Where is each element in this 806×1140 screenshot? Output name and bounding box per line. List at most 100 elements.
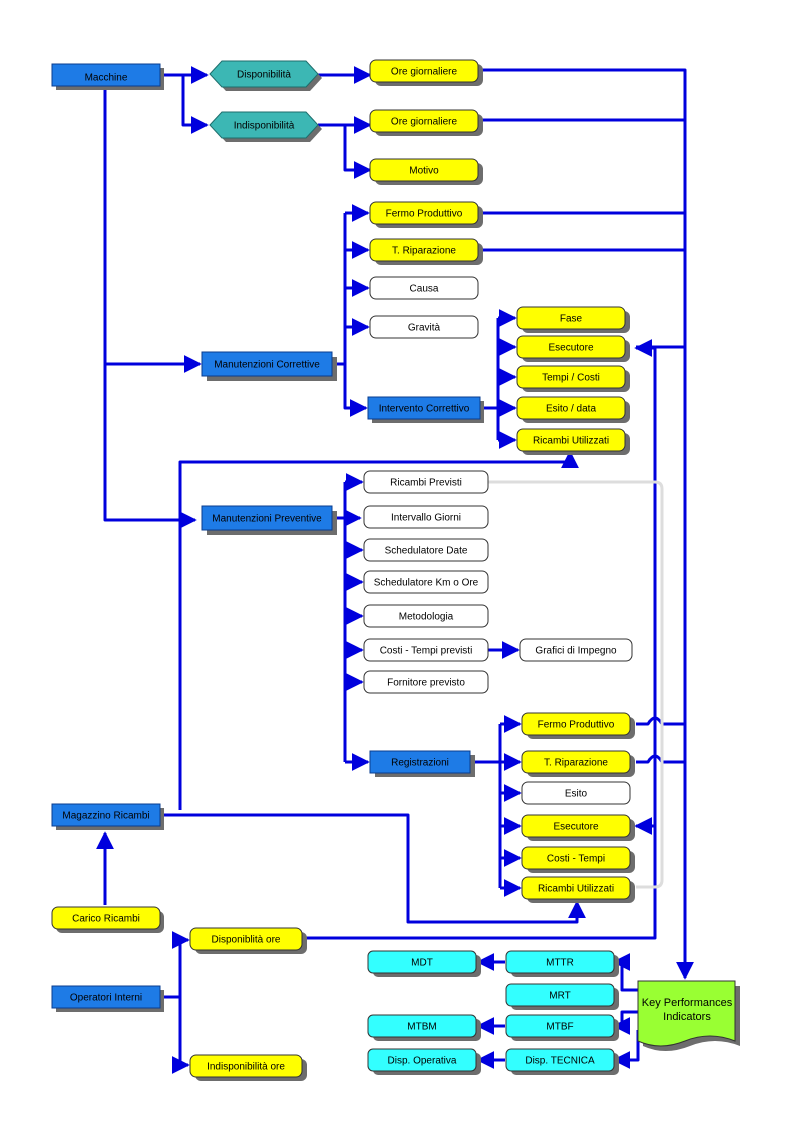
node-kpi-label-2: Indicators [663, 1011, 711, 1023]
node-esecutore-1[interactable]: Esecutore [516, 335, 630, 362]
node-manutenzioni-correttive[interactable]: Manutenzioni Correttive [201, 351, 337, 381]
node-magazzino-ricambi-label: Magazzino Ricambi [62, 811, 149, 822]
node-t-riparazione-1-label: T. Riparazione [392, 246, 456, 257]
node-gravita[interactable]: Gravità [369, 315, 479, 339]
node-indisponibilita-ore[interactable]: Indisponibilità ore [189, 1054, 307, 1081]
node-costi-tempi[interactable]: Costi - Tempi [521, 846, 635, 873]
node-esito[interactable]: Esito [521, 781, 631, 805]
node-disponibilita-ore[interactable]: Disponiblità ore [189, 927, 307, 954]
node-causa-label: Causa [410, 284, 439, 295]
node-kpi[interactable]: Key Performances Indicators [637, 980, 740, 1051]
edge-correttive-intervento [343, 364, 368, 417]
node-costi-tempi-previsti-label: Costi - Tempi previsti [380, 646, 473, 657]
node-t-riparazione-2[interactable]: T. Riparazione [521, 750, 635, 777]
node-fornitore-previsto[interactable]: Fornitore previsto [363, 670, 489, 694]
node-mrt[interactable]: MRT [505, 983, 619, 1010]
node-metodologia-label: Metodologia [399, 612, 454, 623]
node-schedulatore-date[interactable]: Schedulatore Date [363, 538, 489, 562]
node-t-riparazione-2-label: T. Riparazione [544, 758, 608, 769]
node-operatori-interni-label: Operatori Interni [70, 993, 142, 1004]
node-mtbm[interactable]: MTBM [367, 1014, 481, 1041]
node-magazzino-ricambi[interactable]: Magazzino Ricambi [51, 803, 164, 830]
node-intervento-correttivo-label: Intervento Correttivo [379, 404, 470, 415]
edge-ricambi-loop [178, 450, 579, 810]
node-esecutore-2[interactable]: Esecutore [521, 814, 635, 841]
node-schedulatore-date-label: Schedulatore Date [385, 546, 468, 557]
node-ore-giornaliere-1-label: Ore giornaliere [391, 67, 458, 78]
node-schedulatore-km-label: Schedulatore Km o Ore [374, 578, 479, 589]
node-ricambi-utilizzati-2[interactable]: Ricambi Utilizzati [521, 876, 635, 903]
node-manutenzioni-preventive-label: Manutenzioni Preventive [212, 514, 322, 525]
edge-kpi-trunk [482, 68, 694, 980]
edge-operatori-trunk [160, 931, 190, 999]
node-mtbf-label: MTBF [546, 1022, 573, 1033]
node-fermo-produttivo-2[interactable]: Fermo Produttivo [521, 712, 635, 739]
edge-ricambi-previsti-link [488, 480, 664, 889]
node-t-riparazione-1[interactable]: T. Riparazione [369, 238, 483, 265]
node-ricambi-utilizzati-1[interactable]: Ricambi Utilizzati [516, 428, 630, 455]
node-esito-data-label: Esito / data [546, 404, 596, 415]
node-ore-giornaliere-2-label: Ore giornaliere [391, 117, 458, 128]
node-disponibilita[interactable]: Disponibilità [209, 60, 322, 91]
node-mtbf[interactable]: MTBF [505, 1014, 619, 1041]
node-ricambi-utilizzati-1-label: Ricambi Utilizzati [533, 436, 609, 447]
node-esecutore-1-label: Esecutore [548, 343, 593, 354]
node-fase-label: Fase [560, 314, 583, 325]
node-registrazioni[interactable]: Registrazioni [369, 750, 475, 777]
node-indisponibilita-label: Indisponibilità [234, 121, 295, 132]
node-motivo[interactable]: Motivo [369, 158, 483, 185]
node-manutenzioni-correttive-label: Manutenzioni Correttive [214, 360, 320, 371]
node-carico-ricambi[interactable]: Carico Ricambi [51, 906, 164, 933]
node-esito-data[interactable]: Esito / data [516, 396, 630, 423]
edges [96, 66, 694, 1074]
node-metodologia[interactable]: Metodologia [363, 604, 489, 628]
node-intervento-correttivo[interactable]: Intervento Correttivo [367, 396, 484, 423]
node-fornitore-previsto-label: Fornitore previsto [387, 678, 465, 689]
node-mttr[interactable]: MTTR [505, 950, 619, 977]
edge-macchine-indisponibilita [181, 75, 209, 134]
node-ore-giornaliere-2[interactable]: Ore giornaliere [369, 109, 483, 136]
node-costi-tempi-previsti[interactable]: Costi - Tempi previsti [363, 638, 489, 662]
node-indisponibilita[interactable]: Indisponibilità [209, 111, 322, 142]
node-macchine-label: Macchine [85, 73, 128, 84]
node-mdt[interactable]: MDT [367, 950, 481, 977]
edge-magazzino-ricambi [160, 813, 586, 924]
node-tempi-costi-label: Tempi / Costi [542, 373, 600, 384]
node-mrt-label: MRT [549, 991, 570, 1002]
node-carico-ricambi-label: Carico Ricambi [72, 914, 140, 925]
node-registrazioni-label: Registrazioni [391, 758, 449, 769]
node-ore-giornaliere-1[interactable]: Ore giornaliere [369, 59, 483, 86]
node-disponibilita-ore-label: Disponiblità ore [212, 935, 281, 946]
node-ricambi-previsti-label: Ricambi Previsti [390, 478, 462, 489]
node-ricambi-utilizzati-2-label: Ricambi Utilizzati [538, 884, 614, 895]
node-intervallo-giorni[interactable]: Intervallo Giorni [363, 505, 489, 529]
node-fase[interactable]: Fase [516, 306, 630, 333]
node-ricambi-previsti[interactable]: Ricambi Previsti [363, 470, 489, 494]
node-disponibilita-label: Disponibilità [237, 70, 291, 81]
node-disp-operativa[interactable]: Disp. Operativa [367, 1048, 481, 1075]
node-esecutore-2-label: Esecutore [553, 822, 598, 833]
node-macchine[interactable]: Macchine [51, 63, 164, 90]
node-grafici-impegno-label: Grafici di Impegno [535, 646, 617, 657]
node-disp-tecnica[interactable]: Disp. TECNICA [505, 1048, 619, 1075]
node-fermo-produttivo-2-label: Fermo Produttivo [538, 720, 615, 731]
node-disp-tecnica-label: Disp. TECNICA [525, 1056, 595, 1067]
node-schedulatore-km[interactable]: Schedulatore Km o Ore [363, 570, 489, 594]
edges-light [488, 480, 664, 889]
node-disp-operativa-label: Disp. Operativa [388, 1056, 457, 1067]
node-motivo-label: Motivo [409, 166, 439, 177]
node-mtbm-label: MTBM [407, 1022, 436, 1033]
node-indisponibilita-ore-label: Indisponibilità ore [207, 1062, 285, 1073]
node-grafici-impegno[interactable]: Grafici di Impegno [519, 638, 633, 662]
edge-correttive-trunk [333, 213, 347, 366]
edge-macchine-trunk [103, 85, 197, 529]
node-manutenzioni-preventive[interactable]: Manutenzioni Preventive [201, 505, 337, 535]
edge-operatori-indisp [171, 997, 190, 1074]
node-tempi-costi[interactable]: Tempi / Costi [516, 365, 630, 392]
node-operatori-interni[interactable]: Operatori Interni [51, 985, 164, 1012]
node-causa[interactable]: Causa [369, 276, 479, 300]
node-fermo-produttivo-1[interactable]: Fermo Produttivo [369, 201, 483, 228]
node-mttr-label: MTTR [546, 958, 574, 969]
edge-indisp-motivo [343, 125, 372, 179]
